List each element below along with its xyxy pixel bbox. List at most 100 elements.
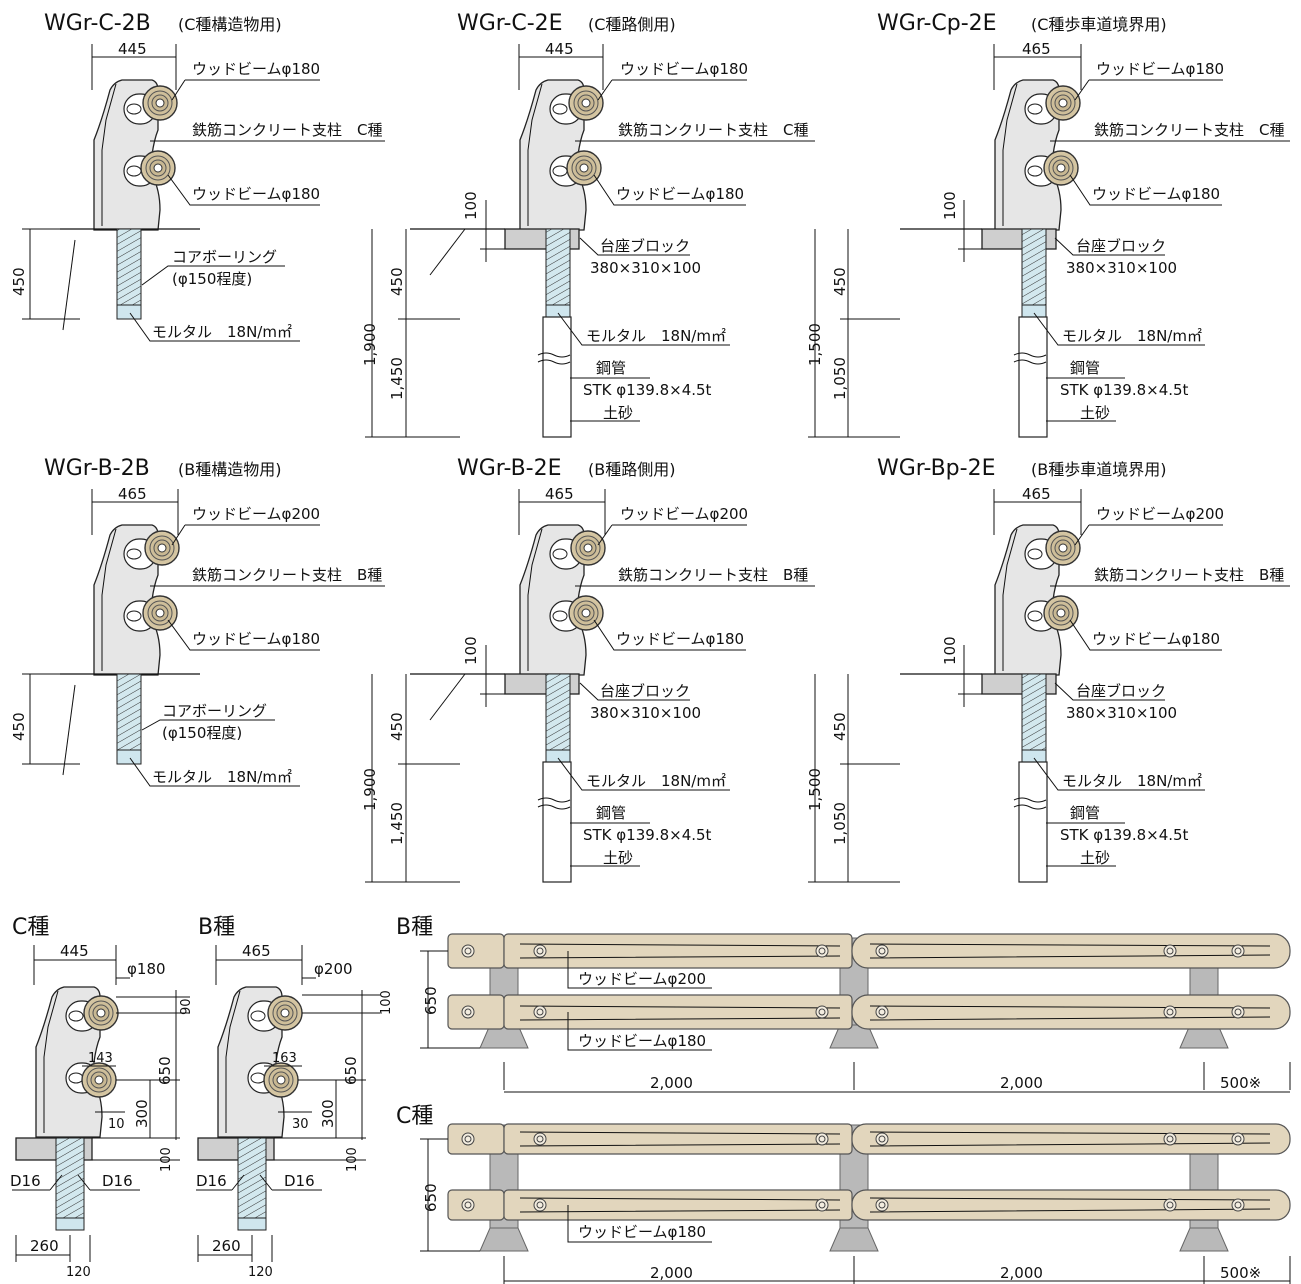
wood-beam-lower (503, 1189, 853, 1221)
label-post: 鉄筋コンクリート支柱 C種 (618, 121, 808, 139)
total-depth-dim: 1,900 (361, 323, 379, 366)
base-height-dim: 100 (941, 636, 959, 665)
depth-dim: 450 (10, 712, 28, 741)
wood-beam-top (1045, 530, 1081, 566)
panel-title: WGr-C-2B (44, 11, 151, 36)
panel-subtitle: (B種構造物用) (178, 460, 281, 479)
width-dim: 465 (242, 942, 271, 960)
label-beam-bottom: ウッドビームφ180 (192, 630, 320, 648)
phi-dim: φ200 (314, 960, 353, 978)
label-coring: コアボーリング (162, 702, 267, 720)
total-depth-dim: 1,900 (361, 768, 379, 811)
wood-beam-upper (503, 1123, 853, 1155)
beam-span-dim: 650 (156, 1056, 174, 1085)
span-3-dim: 500※ (1220, 1264, 1261, 1282)
label-beam-top: ウッドビームφ180 (620, 60, 748, 78)
beam-span-dim: 650 (342, 1056, 360, 1085)
lower-depth-dim: 1,050 (831, 357, 849, 400)
rebar-left: D16 (10, 1172, 41, 1190)
panel-c2e: WGr-C-2E (C種路側用) 445 1,900 450 1,450 100… (361, 11, 815, 438)
guard-post (829, 1124, 879, 1252)
label-base-size: 380×310×100 (590, 704, 701, 722)
panel-title: WGr-B-2E (457, 456, 562, 481)
panel-subtitle: (C種構造物用) (178, 15, 282, 34)
phi-dim: φ180 (127, 960, 166, 978)
label-mortar: モルタル 18N/m㎡ (152, 323, 292, 341)
span-2-dim: 2,000 (1000, 1264, 1043, 1282)
label-pipe: 鋼管 (1070, 359, 1100, 377)
lower-dim: 300 (319, 1099, 337, 1128)
wood-beam-top (83, 995, 119, 1031)
detail-c: C種 445 φ180 143 90 650 300 10 100 D16 D1… (10, 915, 194, 1280)
detail-title: B種 (198, 915, 235, 940)
label-beam-bottom: ウッドビームφ180 (616, 630, 744, 648)
label-beam-top: ウッドビームφ200 (620, 505, 748, 523)
span-1-dim: 2,000 (650, 1264, 693, 1282)
width-dim: 465 (118, 485, 147, 503)
width-dim: 465 (1022, 485, 1051, 503)
label-base-size: 380×310×100 (1066, 259, 1177, 277)
label-base-size: 380×310×100 (590, 259, 701, 277)
panel-bp2e: WGr-Bp-2E (B種歩車道境界用) 465 1,500 450 1,050… (806, 456, 1290, 883)
depth-450-dim: 450 (388, 267, 406, 296)
wood-beam-top (267, 995, 303, 1031)
panel-title: WGr-Bp-2E (877, 456, 996, 481)
elevation-title: B種 (396, 915, 433, 940)
gap-dim: 30 (292, 1117, 309, 1132)
panel-b2b: WGr-B-2B (B種構造物用) 465 450 ウッドビームφ200 鉄筋コ… (10, 456, 385, 787)
label-soil: 土砂 (603, 404, 633, 422)
label-beam-top: ウッドビームφ200 (192, 505, 320, 523)
depth-dim: 450 (10, 267, 28, 296)
rebar-right: D16 (284, 1172, 315, 1190)
inner-dim: 120 (248, 1265, 273, 1280)
steel-pipe (542, 316, 572, 438)
offset-dim: 163 (272, 1051, 297, 1066)
wood-beam-bottom (140, 150, 176, 186)
panel-b2e: WGr-B-2E (B種路側用) 465 1,900 450 1,450 100… (361, 456, 815, 883)
label-mortar: モルタル 18N/m㎡ (1062, 772, 1202, 790)
core-boring (116, 228, 142, 318)
panel-title: WGr-Cp-2E (877, 11, 997, 36)
depth-450-dim: 450 (831, 712, 849, 741)
panel-subtitle: (B種歩車道境界用) (1031, 460, 1166, 479)
wood-beam-top (142, 85, 178, 121)
width-dim: 445 (60, 942, 89, 960)
spacing-dim: 260 (30, 1237, 59, 1255)
wood-beam-bottom (81, 1062, 117, 1098)
label-mortar: モルタル 18N/m㎡ (586, 327, 726, 345)
detail-b: B種 465 φ200 163 100 650 300 30 100 D16 D… (196, 915, 394, 1280)
label-post: 鉄筋コンクリート支柱 B種 (1094, 566, 1284, 584)
top-dim: 90 (179, 998, 194, 1015)
panel-subtitle: (C種歩車道境界用) (1031, 15, 1167, 34)
label-coring-size: (φ150程度) (172, 270, 252, 288)
panel-title: WGr-C-2E (457, 11, 563, 36)
total-depth-dim: 1,500 (806, 323, 824, 366)
span-3-dim: 500※ (1220, 1074, 1261, 1092)
base-dim: 100 (159, 1147, 174, 1172)
total-depth-dim: 1,500 (806, 768, 824, 811)
label-mortar: モルタル 18N/m㎡ (1062, 327, 1202, 345)
wood-beam-lower (503, 994, 853, 1030)
label-base: 台座ブロック (600, 237, 690, 255)
base-height-dim: 100 (462, 636, 480, 665)
label-beam-top: ウッドビームφ180 (1096, 60, 1224, 78)
rebar-left: D16 (196, 1172, 227, 1190)
wood-beam-bottom (568, 595, 604, 631)
label-mortar: モルタル 18N/m㎡ (152, 768, 292, 786)
label-pipe: 鋼管 (1070, 804, 1100, 822)
wood-beam-upper (503, 933, 853, 969)
label-post: 鉄筋コンクリート支柱 C種 (192, 121, 382, 139)
panel-subtitle: (C種路側用) (588, 15, 676, 34)
height-dim: 650 (422, 1183, 440, 1212)
label-pipe-size: STK φ139.8×4.5t (1060, 381, 1189, 399)
wood-beam-top (570, 530, 606, 566)
wood-beam-bottom (263, 1062, 299, 1098)
label-beam-top: ウッドビームφ200 (578, 970, 706, 988)
label-soil: 土砂 (603, 849, 633, 867)
gap-dim: 10 (108, 1117, 125, 1132)
width-dim: 445 (545, 40, 574, 58)
label-pipe: 鋼管 (596, 359, 626, 377)
label-soil: 土砂 (1080, 849, 1110, 867)
inner-dim: 120 (66, 1265, 91, 1280)
width-dim: 445 (118, 40, 147, 58)
